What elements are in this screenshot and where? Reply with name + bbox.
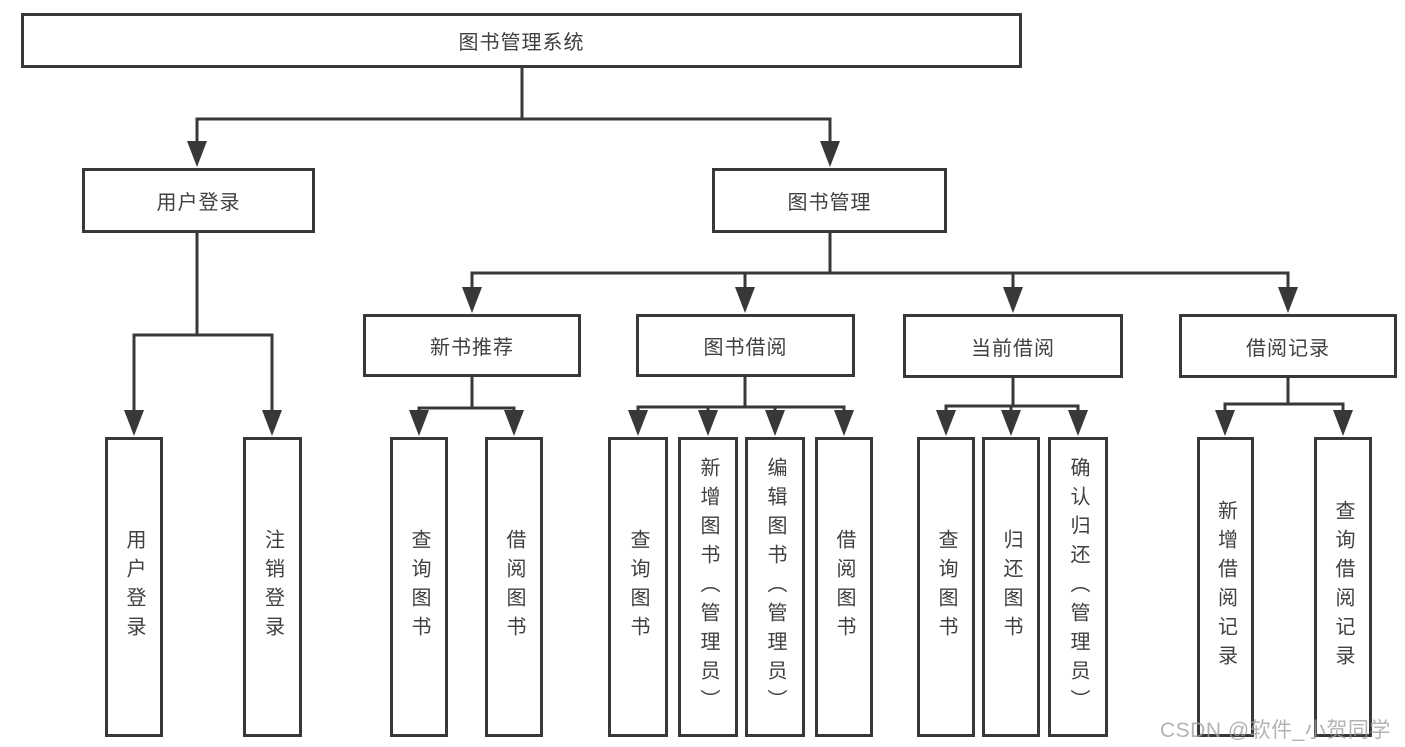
- leaf-edit-book-admin: 编辑图书（管理员）: [745, 437, 805, 737]
- leaf-add-borrow-record: 新增借阅记录: [1197, 437, 1254, 737]
- leaf-borrow-books-label: 借阅图书: [833, 529, 855, 645]
- leaf-query-borrow-record-label: 查询借阅记录: [1332, 500, 1354, 674]
- leaf-query-books-borrow: 查询图书: [608, 437, 668, 737]
- csdn-watermark: CSDN @软件_小贺同学: [1160, 719, 1391, 742]
- leaf-edit-book-admin-label: 编辑图书（管理员）: [764, 456, 786, 718]
- leaf-query-borrow-record: 查询借阅记录: [1314, 437, 1372, 737]
- leaf-borrow-books-recommend: 借阅图书: [485, 437, 543, 737]
- leaf-query-books-current: 查询图书: [917, 437, 975, 737]
- node-new-book-recommend: 新书推荐: [363, 314, 581, 377]
- leaf-logout: 注销登录: [243, 437, 302, 737]
- leaf-add-book-admin-label: 新增图书（管理员）: [697, 456, 719, 718]
- leaf-return-book: 归还图书: [982, 437, 1040, 737]
- node-book-management: 图书管理: [712, 168, 947, 233]
- node-book-borrow: 图书借阅: [636, 314, 855, 377]
- node-root: 图书管理系统: [21, 13, 1022, 68]
- leaf-user-login-label: 用户登录: [123, 529, 145, 645]
- leaf-query-books-recommend: 查询图书: [390, 437, 448, 737]
- leaf-confirm-return-admin: 确认归还（管理员）: [1048, 437, 1108, 737]
- leaf-borrow-books: 借阅图书: [815, 437, 873, 737]
- leaf-borrow-books-recommend-label: 借阅图书: [503, 529, 525, 645]
- node-current-borrow: 当前借阅: [903, 314, 1123, 378]
- leaf-logout-label: 注销登录: [261, 529, 284, 645]
- leaf-query-books-current-label: 查询图书: [935, 529, 957, 645]
- leaf-user-login: 用户登录: [105, 437, 163, 737]
- leaf-query-books-borrow-label: 查询图书: [627, 529, 649, 645]
- leaf-confirm-return-admin-label: 确认归还（管理员）: [1067, 456, 1089, 718]
- leaf-return-book-label: 归还图书: [1000, 529, 1022, 645]
- node-user-login: 用户登录: [82, 168, 315, 233]
- leaf-query-books-recommend-label: 查询图书: [408, 529, 430, 645]
- leaf-add-borrow-record-label: 新增借阅记录: [1214, 500, 1237, 674]
- node-borrow-records: 借阅记录: [1179, 314, 1397, 378]
- leaf-add-book-admin: 新增图书（管理员）: [678, 437, 738, 737]
